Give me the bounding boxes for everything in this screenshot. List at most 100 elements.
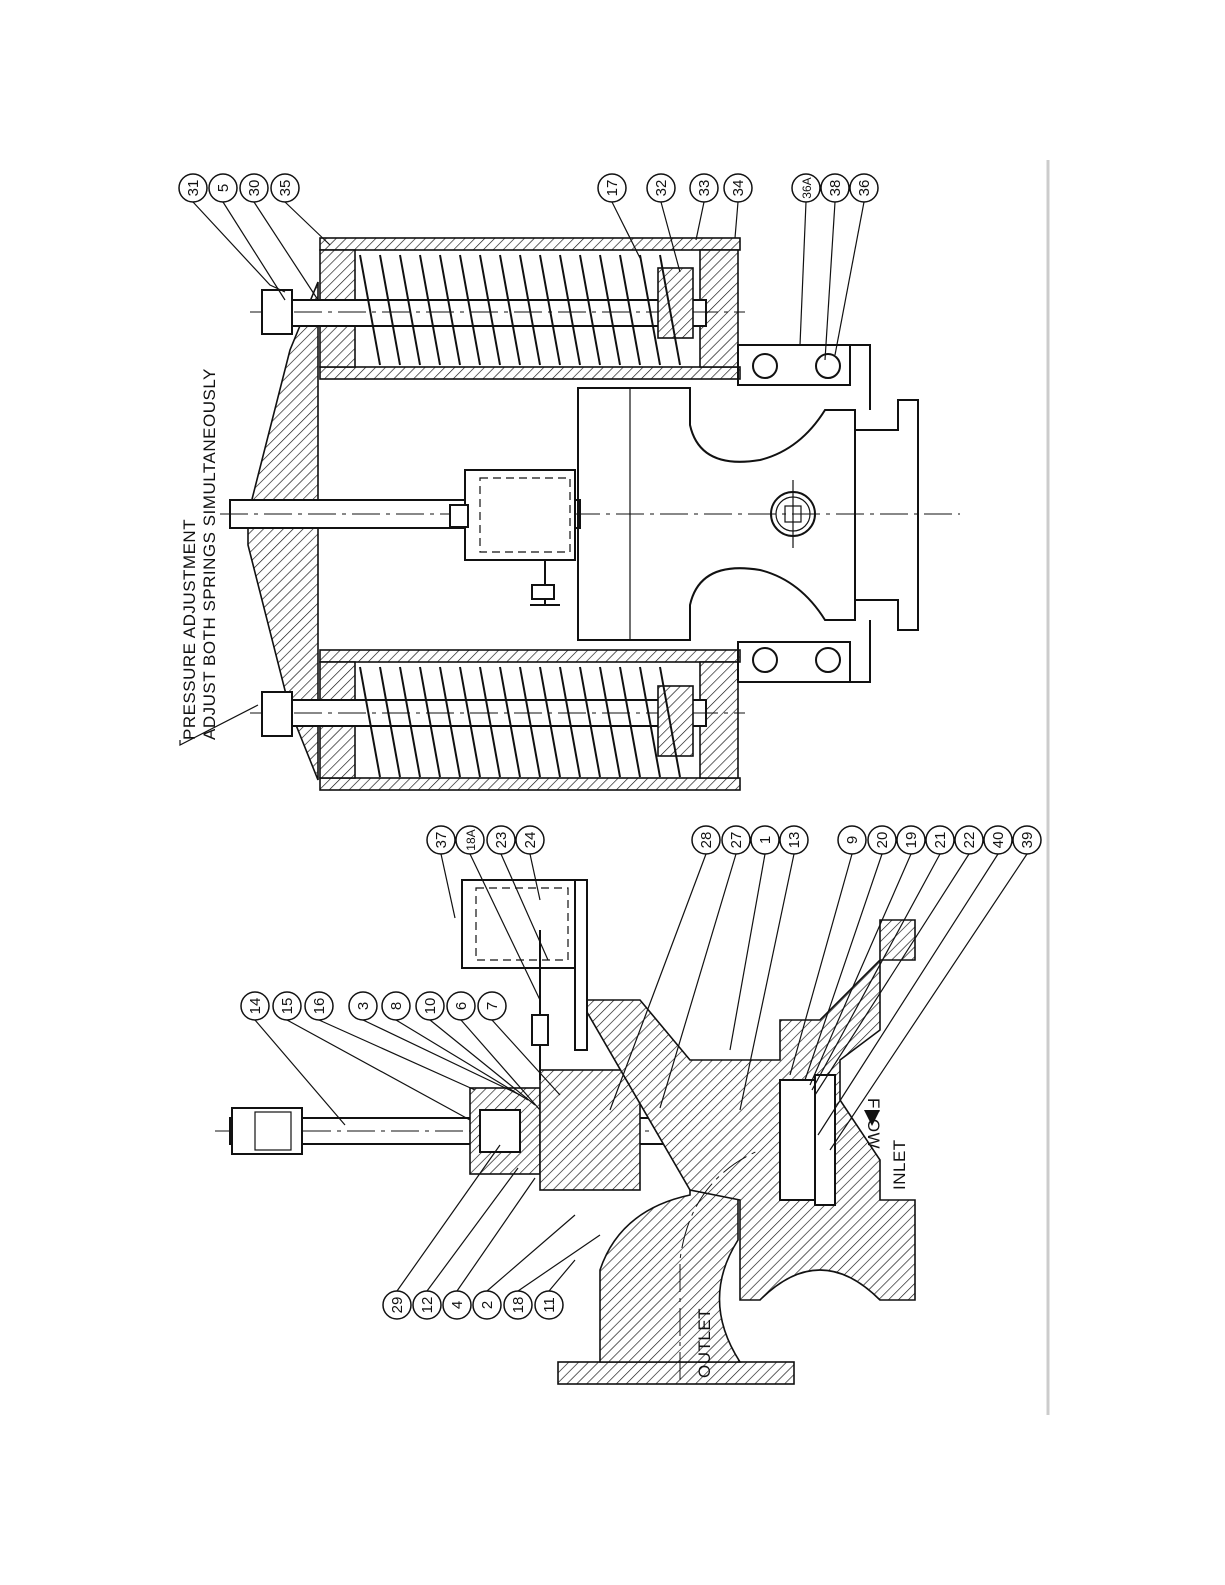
svg-text:1: 1	[757, 836, 774, 844]
callout-12: 12	[413, 1291, 441, 1319]
inlet-label: INLET	[890, 1139, 909, 1190]
spring-cage-lower	[250, 650, 745, 790]
callout-27: 27	[722, 826, 750, 854]
mounting-bracket-upper	[738, 345, 870, 410]
svg-text:29: 29	[389, 1297, 406, 1314]
outlet-flange	[558, 1362, 794, 1384]
svg-text:13: 13	[786, 832, 803, 849]
svg-text:17: 17	[604, 180, 621, 197]
callout-40: 40	[984, 826, 1012, 854]
callout-33: 33	[690, 174, 718, 202]
callout-2: 2	[473, 1291, 501, 1319]
svg-text:35: 35	[277, 180, 294, 197]
svg-text:14: 14	[247, 998, 264, 1015]
spring-housing-view: PRESSURE ADJUSTMENT ADJUST BOTH SPRINGS …	[180, 238, 960, 790]
svg-text:36: 36	[856, 180, 873, 197]
callout-21: 21	[926, 826, 954, 854]
svg-text:23: 23	[493, 832, 510, 849]
callout-3: 3	[349, 992, 377, 1020]
callout-28: 28	[692, 826, 720, 854]
callout-34: 34	[724, 174, 752, 202]
callout-13: 13	[780, 826, 808, 854]
svg-text:19: 19	[903, 832, 920, 849]
svg-text:16: 16	[311, 998, 328, 1015]
pressure-note-line1: PRESSURE ADJUSTMENT	[180, 519, 199, 740]
callout-31: 31	[179, 174, 207, 202]
valve-section-view: OUTLET INLET FLOW	[215, 880, 915, 1384]
callout-14: 14	[241, 992, 269, 1020]
mounting-bracket-lower	[738, 620, 870, 682]
outlet-label: OUTLET	[695, 1308, 714, 1378]
svg-text:27: 27	[728, 832, 745, 849]
callout-16: 16	[305, 992, 333, 1020]
cylinder-body	[465, 470, 575, 560]
svg-text:37: 37	[433, 832, 450, 849]
callout-11: 11	[535, 1291, 563, 1319]
svg-text:33: 33	[696, 180, 713, 197]
callout-19: 19	[897, 826, 925, 854]
callout-37: 37	[427, 826, 455, 854]
callout-38: 38	[821, 174, 849, 202]
callout-6: 6	[447, 992, 475, 1020]
callout-18A: 18A	[456, 826, 484, 854]
small-valve	[530, 560, 560, 605]
callout-30: 30	[240, 174, 268, 202]
svg-text:24: 24	[522, 832, 539, 849]
svg-text:22: 22	[961, 832, 978, 849]
svg-text:18A: 18A	[464, 829, 478, 850]
callout-22: 22	[955, 826, 983, 854]
callout-9: 9	[838, 826, 866, 854]
svg-text:11: 11	[541, 1297, 558, 1313]
callout-36A: 36A	[792, 174, 820, 202]
spring-cage-upper	[250, 238, 745, 379]
svg-text:10: 10	[422, 998, 439, 1015]
svg-text:31: 31	[185, 180, 202, 197]
svg-text:15: 15	[279, 998, 296, 1015]
callout-39: 39	[1013, 826, 1041, 854]
svg-text:4: 4	[449, 1301, 466, 1309]
svg-text:40: 40	[990, 832, 1007, 849]
callout-29: 29	[383, 1291, 411, 1319]
callout-17: 17	[598, 174, 626, 202]
svg-text:12: 12	[419, 1297, 436, 1314]
callout-7: 7	[478, 992, 506, 1020]
svg-text:34: 34	[730, 180, 747, 197]
callout-36: 36	[850, 174, 878, 202]
svg-text:9: 9	[844, 836, 861, 844]
svg-text:32: 32	[653, 180, 670, 197]
callout-10: 10	[416, 992, 444, 1020]
callout-1: 1	[751, 826, 779, 854]
callout-18: 18	[504, 1291, 532, 1319]
svg-text:2: 2	[479, 1301, 496, 1309]
svg-text:28: 28	[698, 832, 715, 849]
svg-text:20: 20	[874, 832, 891, 849]
flow-label: FLOW	[864, 1098, 883, 1149]
svg-text:21: 21	[932, 832, 949, 849]
callout-35: 35	[271, 174, 299, 202]
callout-24: 24	[516, 826, 544, 854]
svg-text:36A: 36A	[800, 177, 814, 198]
callout-8: 8	[382, 992, 410, 1020]
callout-32: 32	[647, 174, 675, 202]
svg-text:5: 5	[215, 184, 232, 192]
svg-text:3: 3	[355, 1002, 372, 1010]
svg-text:38: 38	[827, 180, 844, 197]
body-upper	[540, 1070, 640, 1190]
svg-text:6: 6	[453, 1002, 470, 1010]
callout-4: 4	[443, 1291, 471, 1319]
svg-text:18: 18	[510, 1297, 527, 1314]
callout-5: 5	[209, 174, 237, 202]
callout-23: 23	[487, 826, 515, 854]
svg-text:30: 30	[246, 180, 263, 197]
pressure-note-line2: ADJUST BOTH SPRINGS SIMULTANEOUSLY	[200, 368, 219, 740]
outlet-body	[600, 1180, 740, 1362]
callout-leaders-top	[193, 202, 864, 360]
svg-text:39: 39	[1019, 832, 1036, 849]
callout-20: 20	[868, 826, 896, 854]
svg-text:8: 8	[388, 1002, 405, 1010]
pressure-note: PRESSURE ADJUSTMENT ADJUST BOTH SPRINGS …	[180, 368, 219, 740]
callout-15: 15	[273, 992, 301, 1020]
bracket-plate	[575, 880, 587, 1050]
svg-text:7: 7	[484, 1002, 501, 1010]
